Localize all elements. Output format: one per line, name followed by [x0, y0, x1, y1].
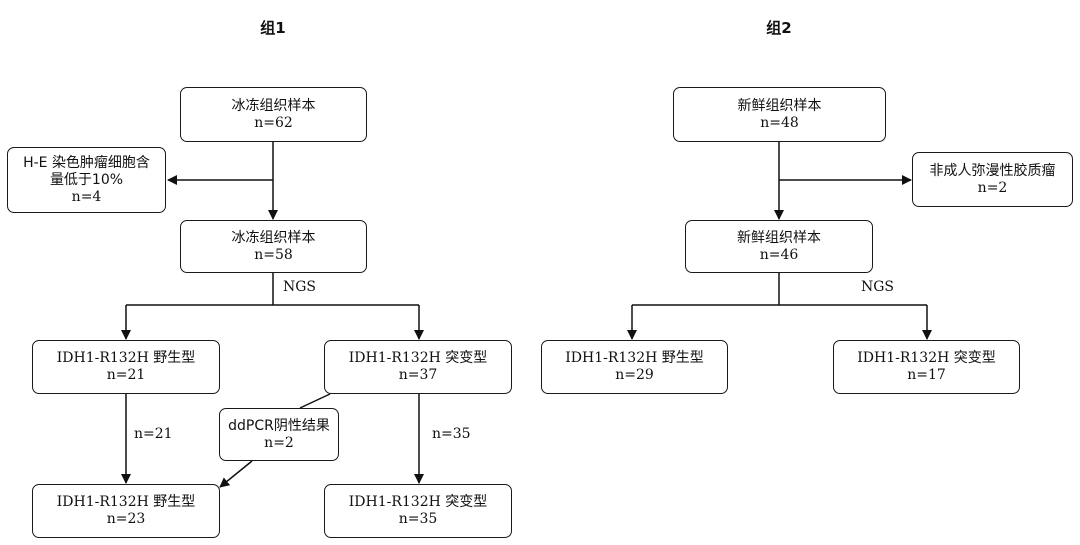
fresh-samples-2-label: 新鲜组织样本 — [737, 229, 821, 246]
group2-title: 组2 — [766, 19, 792, 37]
wild-type-g2-box: IDH1-R132H 野生型 n=29 — [541, 340, 728, 394]
excluded-he-box: H-E 染色肿瘤细胞含 量低于10% n=4 — [7, 147, 166, 213]
frozen-samples-box: 冰冻组织样本 n=62 — [180, 87, 367, 142]
connector-mutant-to-ddpcr — [299, 393, 331, 409]
wild-type-2-box: IDH1-R132H 野生型 n=23 — [32, 484, 220, 538]
frozen-samples-label: 冰冻组织样本 — [231, 97, 316, 114]
mutant-g2-box: IDH1-R132H 突变型 n=17 — [833, 340, 1020, 394]
wild-type-1-box: IDH1-R132H 野生型 n=21 — [32, 340, 220, 394]
wild-type-g2-count: n=29 — [615, 367, 654, 383]
mutant-g2-label: IDH1-R132H 突变型 — [857, 350, 996, 366]
fresh-samples-2-count: n=46 — [759, 246, 799, 263]
frozen-samples-count: n=62 — [254, 114, 293, 131]
mutant-1-label: IDH1-R132H 突变型 — [348, 350, 488, 366]
frozen-samples-2-count: n=58 — [254, 246, 293, 263]
wild-type-2-label: IDH1-R132H 野生型 — [56, 494, 196, 510]
excluded-non-adult-count: n=2 — [977, 179, 1008, 196]
arrow-label-n35: n=35 — [430, 426, 473, 442]
fresh-samples-2-box: 新鲜组织样本 n=46 — [685, 220, 873, 273]
wild-type-1-label: IDH1-R132H 野生型 — [56, 350, 196, 366]
fresh-samples-count: n=48 — [760, 114, 799, 131]
group1-title: 组1 — [260, 19, 286, 37]
excluded-he-count: n=4 — [71, 188, 102, 205]
mutant-2-box: IDH1-R132H 突变型 n=35 — [324, 484, 512, 538]
ddpcr-negative-box: ddPCR阴性结果 n=2 — [219, 408, 339, 461]
connector-ddpcr-to-wild-2 — [219, 460, 253, 488]
excluded-non-adult-box: 非成人弥漫性胶质瘤 n=2 — [912, 152, 1073, 207]
fresh-samples-box: 新鲜组织样本 n=48 — [673, 87, 886, 142]
ddpcr-negative-count: n=2 — [264, 434, 294, 451]
frozen-samples-2-box: 冰冻组织样本 n=58 — [180, 220, 367, 273]
ngs-label-group2: NGS — [859, 279, 897, 295]
mutant-1-count: n=37 — [398, 367, 438, 383]
mutant-2-count: n=35 — [398, 511, 438, 527]
excluded-non-adult-label: 非成人弥漫性胶质瘤 — [929, 162, 1056, 179]
wild-type-2-count: n=23 — [106, 511, 146, 527]
frozen-samples-2-label: 冰冻组织样本 — [231, 229, 316, 246]
wild-type-g2-label: IDH1-R132H 野生型 — [565, 350, 704, 366]
mutant-2-label: IDH1-R132H 突变型 — [348, 494, 488, 510]
arrow-label-n21: n=21 — [132, 426, 175, 442]
mutant-g2-count: n=17 — [907, 367, 946, 383]
excluded-he-line2: 量低于10% — [49, 171, 124, 188]
ngs-label-group1: NGS — [281, 279, 319, 295]
ddpcr-negative-label: ddPCR阴性结果 — [228, 417, 330, 434]
excluded-he-line1: H-E 染色肿瘤细胞含 — [23, 154, 150, 171]
fresh-samples-label: 新鲜组织样本 — [737, 97, 822, 114]
wild-type-1-count: n=21 — [106, 367, 146, 383]
mutant-1-box: IDH1-R132H 突变型 n=37 — [324, 340, 512, 394]
